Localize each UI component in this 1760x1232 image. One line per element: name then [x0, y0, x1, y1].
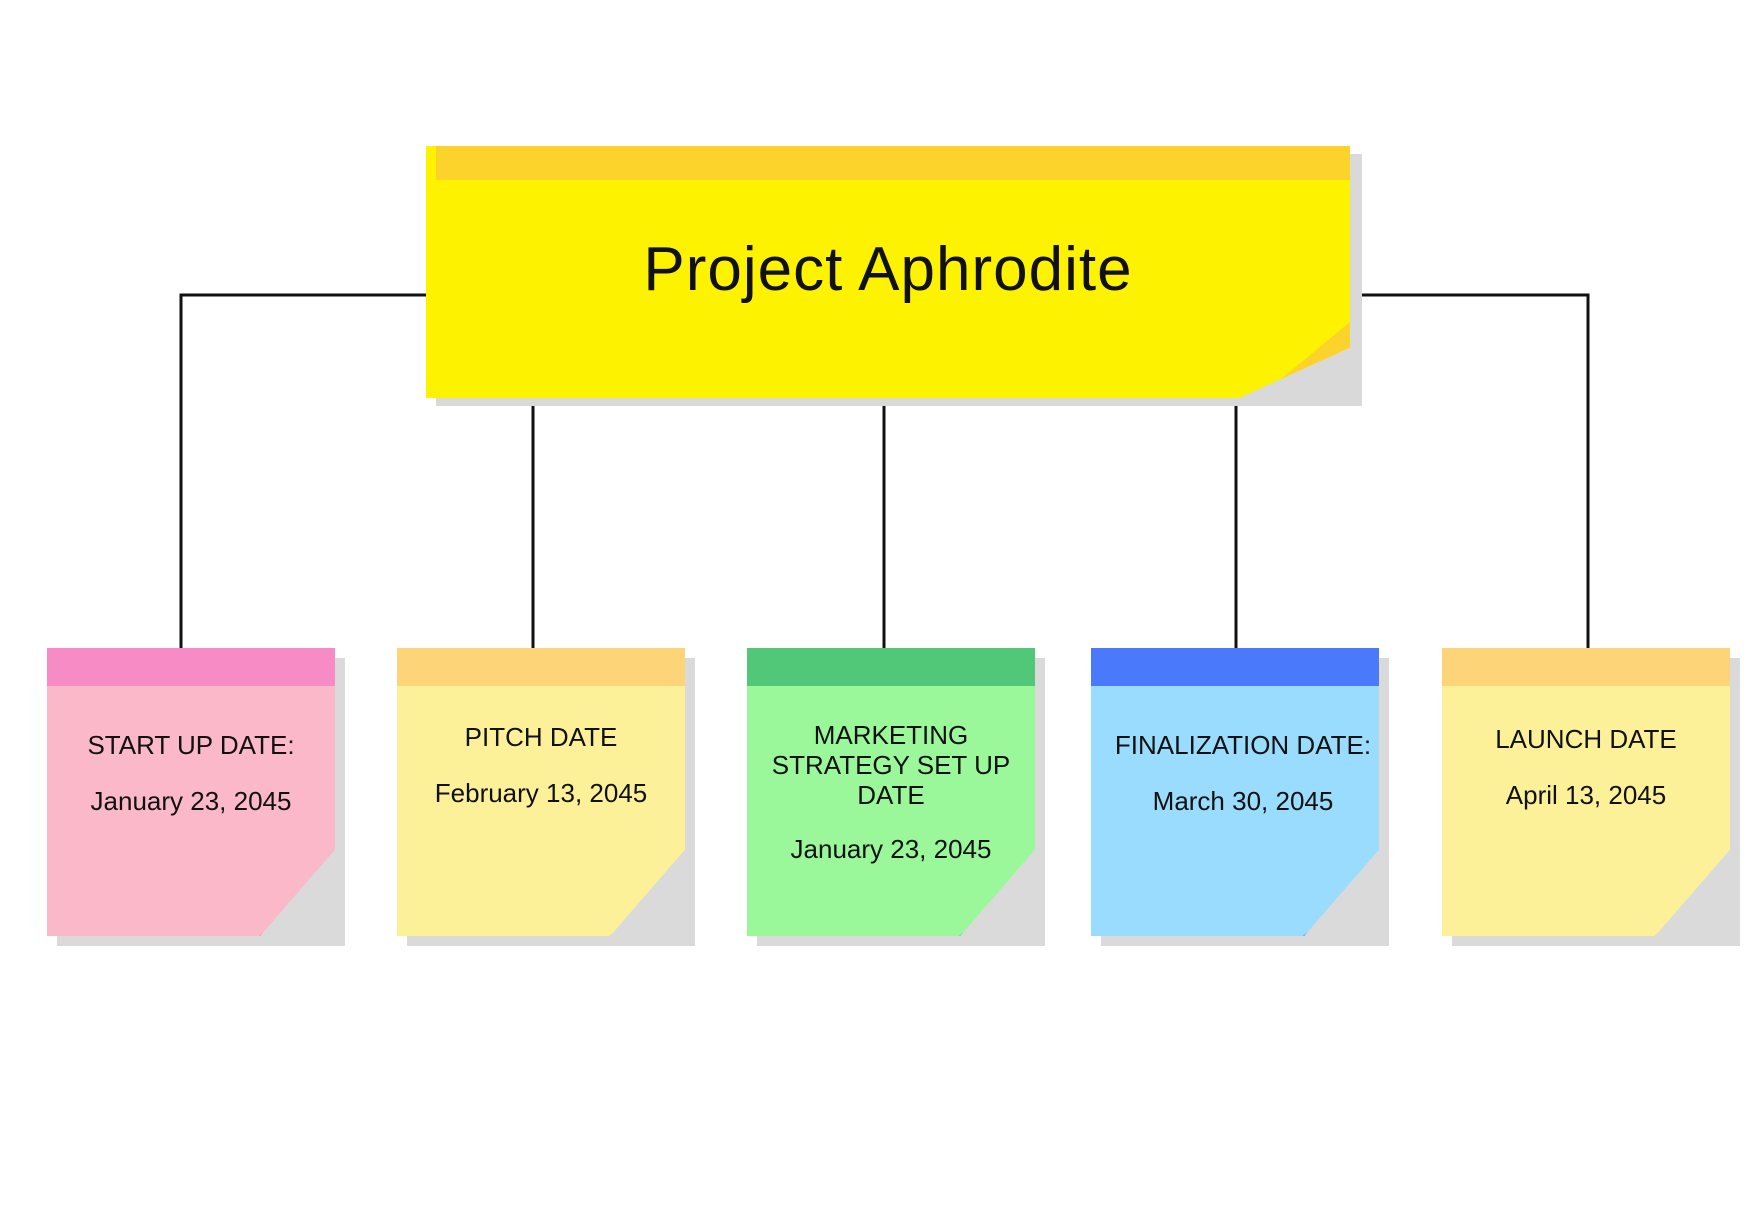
- note-label: MARKETING STRATEGY SET UP DATE: [771, 720, 1011, 810]
- connector-root-to-launch: [1360, 293, 1590, 650]
- note-body: [1442, 648, 1730, 936]
- note-marketing-strategy: MARKETING STRATEGY SET UP DATE January 2…: [747, 648, 1045, 946]
- note-label: FINALIZATION DATE:: [1114, 730, 1372, 760]
- note-date: February 13, 2045: [434, 778, 648, 808]
- note-date: March 30, 2045: [1152, 786, 1334, 816]
- note-date: April 13, 2045: [1505, 780, 1667, 810]
- root-title: Project Aphrodite: [643, 235, 1133, 304]
- note-tape: [397, 648, 685, 686]
- connector-root-to-start-up: [179, 293, 430, 650]
- note-finalization: FINALIZATION DATE: March 30, 2045: [1091, 648, 1389, 946]
- note-pitch: PITCH DATE February 13, 2045: [397, 648, 695, 946]
- note-tape: [1091, 648, 1379, 686]
- note-tape: [1442, 648, 1730, 686]
- note-tape: [747, 648, 1035, 686]
- note-start-up: START UP DATE: January 23, 2045: [47, 648, 345, 946]
- root-sticky-note: Project Aphrodite: [426, 146, 1362, 406]
- note-body: [747, 648, 1035, 936]
- note-date: January 23, 2045: [90, 786, 292, 816]
- root-note-body: [426, 146, 1350, 398]
- root-note-tape: [436, 146, 1350, 180]
- note-date: January 23, 2045: [790, 834, 992, 864]
- note-launch: LAUNCH DATE April 13, 2045: [1442, 648, 1740, 946]
- note-tape: [47, 648, 335, 686]
- note-label: LAUNCH DATE: [1495, 724, 1677, 754]
- note-text: START UP DATE: January 23, 2045: [55, 730, 327, 816]
- note-text: LAUNCH DATE April 13, 2045: [1450, 724, 1722, 810]
- note-text: FINALIZATION DATE: March 30, 2045: [1107, 730, 1379, 816]
- note-label: PITCH DATE: [464, 722, 618, 752]
- note-text: PITCH DATE February 13, 2045: [405, 722, 677, 808]
- note-text: MARKETING STRATEGY SET UP DATE January 2…: [749, 720, 1033, 864]
- note-label: START UP DATE:: [87, 730, 295, 760]
- note-body: [1091, 648, 1379, 936]
